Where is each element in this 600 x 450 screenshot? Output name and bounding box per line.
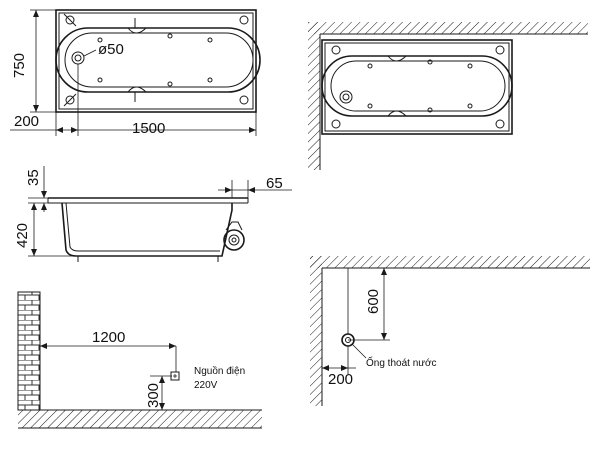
power-label-line1: Nguồn điện [194,365,245,377]
distance-1200-label: 1200 [92,329,125,346]
drain-pipe-label: Ống thoát nước [366,355,437,369]
height-300-label: 300 [145,383,162,408]
offset-200-label: 200 [14,113,39,130]
electrical-plan [17,291,262,429]
bathtub-side-view [47,197,249,262]
width-1500-label: 1500 [132,120,165,137]
drain-diameter-label: ø50 [98,41,124,58]
height-420-label: 420 [14,223,31,248]
drain-plan [310,256,590,406]
horizontal-200-label: 200 [328,371,353,388]
height-750-label: 750 [11,53,28,78]
rim-35-label: 35 [25,169,42,186]
overhang-65-label: 65 [266,175,283,192]
bathtub-corner-view [308,22,588,170]
dimension-420 [28,203,78,257]
power-label-line2: 220V [194,380,218,391]
dimension-35 [28,166,48,212]
dimension-bottom [10,64,257,136]
vertical-600-label: 600 [365,289,382,314]
dimension-65 [218,180,292,198]
bathtub-top-view [55,9,261,113]
dimension-750 [30,9,56,113]
